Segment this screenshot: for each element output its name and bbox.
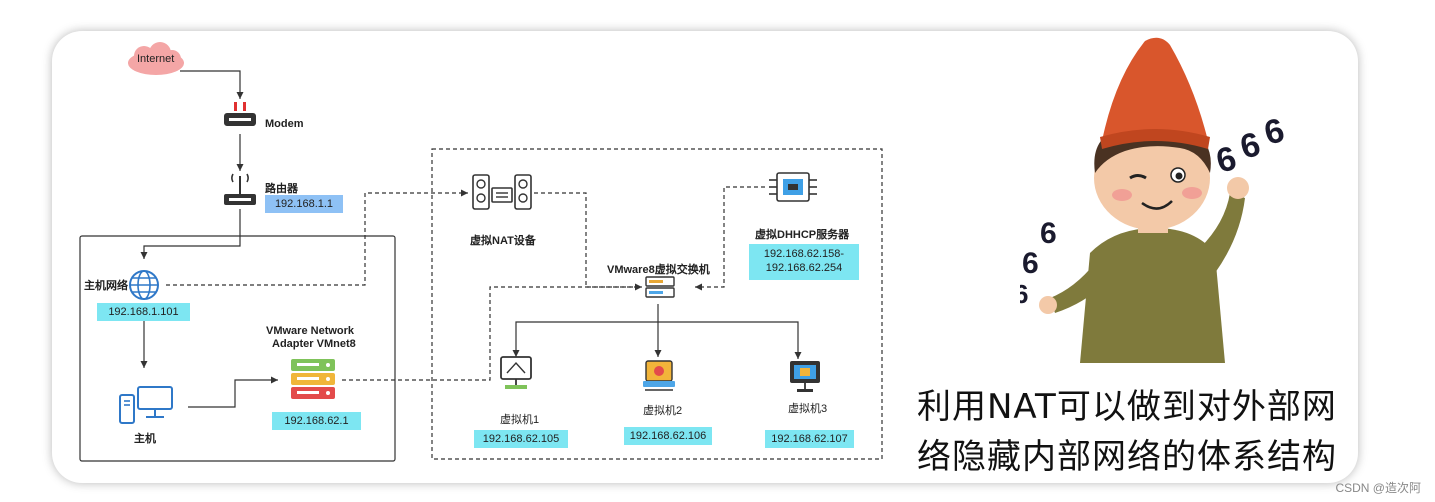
vm3-monitor-icon bbox=[790, 361, 820, 392]
vm2-ip-badge: 192.168.62.106 bbox=[624, 427, 712, 445]
virtual-switch-icon bbox=[645, 276, 675, 298]
svg-text:6: 6 bbox=[1020, 279, 1028, 309]
internet-cloud-icon bbox=[128, 42, 184, 75]
dhcp-server-chip-icon bbox=[769, 172, 817, 202]
diagram-connections bbox=[79, 70, 883, 462]
dhcp-label: 虚拟DHHCP服务器 bbox=[755, 229, 850, 241]
vm3-label: 虚拟机3 bbox=[788, 403, 828, 415]
csdn-watermark: CSDN @造次阿 bbox=[1335, 481, 1421, 495]
caption-line2: 络隐藏内部网络的体系结构 bbox=[917, 437, 1337, 477]
svg-text:6: 6 bbox=[1260, 111, 1288, 153]
vm1-label: 虚拟机1 bbox=[500, 414, 540, 426]
vm2-laptop-icon bbox=[643, 360, 675, 391]
router-label: 路由器 bbox=[265, 183, 298, 195]
dhcp-range-start: 192.168.62.158- bbox=[763, 248, 845, 260]
host-network-label: 主机网络 bbox=[84, 280, 128, 292]
cartoon-boy-illustration: 6 6 6 6 6 6 bbox=[1020, 37, 1288, 363]
svg-text:6: 6 bbox=[1236, 125, 1264, 167]
svg-text:6: 6 bbox=[1022, 247, 1039, 280]
vm1-monitor-icon bbox=[500, 356, 532, 389]
dhcp-range-end: 192.168.62.254 bbox=[765, 262, 843, 274]
diagram-card: Internet Modem 路由器 192.168.1.1 主机网络 192.… bbox=[52, 31, 1358, 483]
router-icon bbox=[224, 173, 256, 205]
vm3-ip-badge: 192.168.62.107 bbox=[765, 430, 854, 448]
caption-line1: 利用NAT可以做到对外部网 bbox=[917, 387, 1337, 427]
router-ip-badge: 192.168.1.1 bbox=[265, 195, 343, 213]
server-stack-icon bbox=[291, 359, 335, 399]
svg-text:6: 6 bbox=[1040, 217, 1057, 250]
nat-label: 虚拟NAT设备 bbox=[470, 235, 536, 247]
svg-text:6: 6 bbox=[1212, 139, 1240, 181]
globe-icon bbox=[129, 270, 159, 300]
switch-label: VMware8虚拟交换机 bbox=[607, 264, 710, 276]
vmnet8-label-line1: VMware Network bbox=[266, 325, 355, 337]
modem-icon bbox=[224, 102, 256, 126]
vm2-label: 虚拟机2 bbox=[643, 405, 683, 417]
internet-label: Internet bbox=[137, 53, 175, 65]
modem-label: Modem bbox=[265, 118, 304, 130]
host-label: 主机 bbox=[134, 433, 156, 445]
nat-device-icon bbox=[472, 174, 532, 210]
vm1-ip-badge: 192.168.62.105 bbox=[474, 430, 568, 448]
host-network-ip-badge: 192.168.1.101 bbox=[97, 303, 190, 321]
dhcp-range-badge: 192.168.62.158- 192.168.62.254 bbox=[749, 244, 859, 280]
vmnet8-label-line2: Adapter VMnet8 bbox=[272, 338, 356, 350]
desktop-computer-icon bbox=[119, 386, 173, 424]
vmnet8-ip-badge: 192.168.62.1 bbox=[272, 412, 361, 430]
